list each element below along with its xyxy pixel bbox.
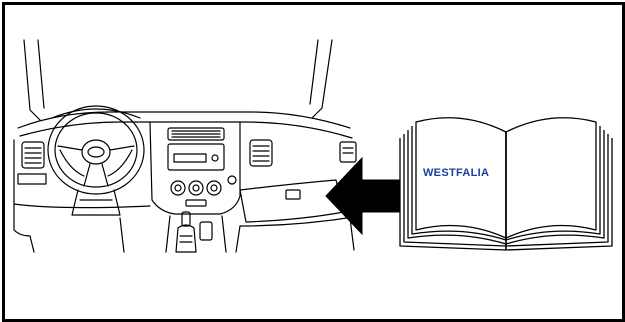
center-air-vent: [167, 127, 225, 141]
arrow-left-icon: [325, 156, 401, 236]
gear-shifter: [165, 211, 227, 253]
steering-wheel: [47, 105, 145, 195]
glove-box: [239, 179, 345, 223]
right-air-vent: [249, 139, 273, 167]
center-console: [149, 121, 241, 215]
a-pillar-right: [311, 39, 333, 119]
climate-knob-left: [170, 180, 186, 196]
book-title: WESTFALIA: [423, 167, 489, 179]
climate-knob-right: [206, 180, 222, 196]
book-right-page: [505, 117, 597, 239]
left-air-vent: [21, 141, 45, 169]
climate-knob-center: [188, 180, 204, 196]
a-pillar-left: [23, 39, 41, 121]
car-dashboard-illustration: [13, 39, 361, 253]
dashboard-top: [17, 111, 351, 129]
open-book-icon: [399, 117, 613, 251]
radio-unit: [167, 143, 225, 171]
